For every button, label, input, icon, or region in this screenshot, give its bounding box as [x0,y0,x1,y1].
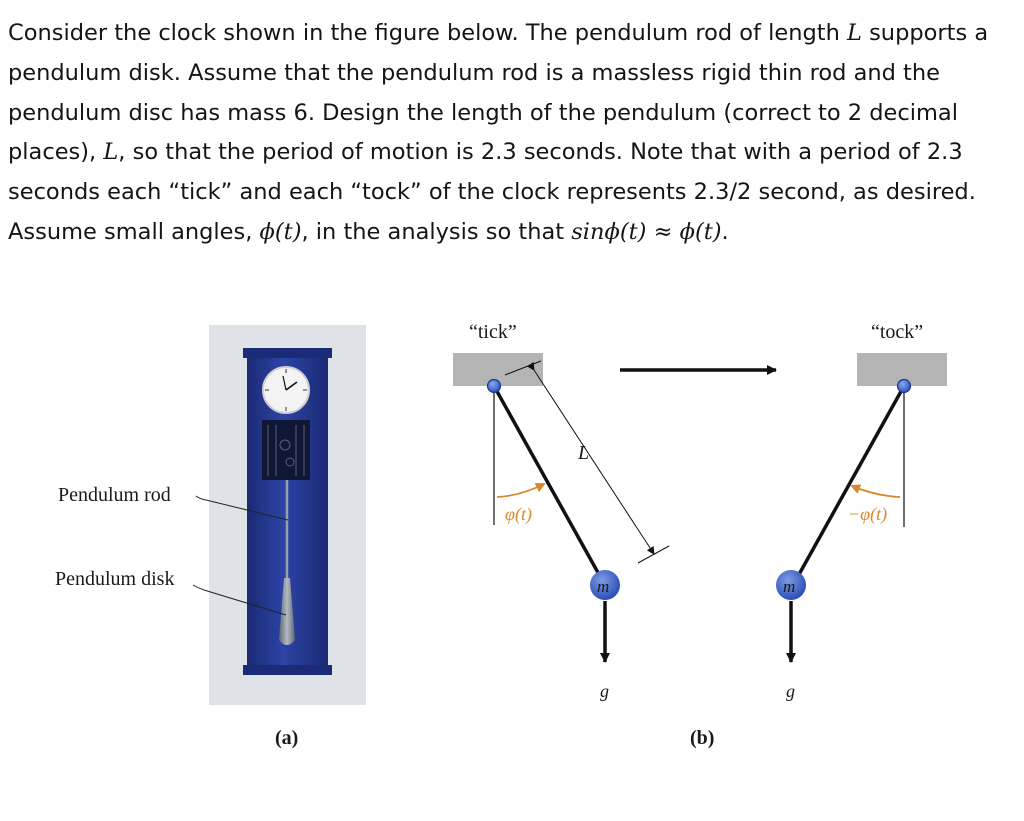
problem-text: Consider the clock shown in the figure b… [8,14,1013,253]
approx-symbol: ≈ [646,218,680,245]
photo-pendulum-disk [279,578,295,645]
problem-statement: Consider the clock shown in the figure b… [8,14,1013,253]
problem-part4: , in the analysis so that [301,218,572,245]
label-gravity-left: g [600,681,609,701]
pivot-left [486,378,502,394]
phi-of-t-2: ϕ(t) [679,218,722,245]
pivot-right [896,378,912,394]
sin-expression: sinϕ(t) [571,218,647,245]
problem-line1: Consider the clock shown in the figure b… [8,20,847,46]
label-pendulum-disk: Pendulum disk [55,568,174,590]
var-L: L [846,20,862,46]
label-angle-left: φ(t) [505,504,532,525]
mass-left [590,570,620,600]
angle-arc-right [850,484,901,498]
label-tick: “tick” [469,321,517,343]
caption-b: (b) [690,727,714,749]
label-mass-right: m [783,577,795,596]
disk-leader-line [192,584,287,616]
clock-photo [209,325,366,705]
var-L-2: L [103,139,119,166]
caption-a: (a) [275,727,298,749]
phi-of-t: ϕ(t) [259,218,302,245]
mass-right [776,570,806,600]
rod-right [795,385,906,579]
label-pendulum-rod: Pendulum rod [58,484,171,506]
length-dimension-arrow [526,361,655,555]
problem-part2: supports a pendulum disk. Assume that th… [8,20,989,166]
label-mass-left: m [597,577,609,596]
label-gravity-right: g [786,681,795,701]
label-angle-right: −φ(t) [848,504,887,525]
label-tock: “tock” [871,321,923,343]
label-length: L [577,442,589,464]
angle-arc-left [496,483,546,498]
problem-part3: , so that the period of motion is 2.3 se… [8,139,976,245]
rod-leader-line [195,495,289,521]
problem-end: . [721,218,729,245]
rod-left [492,385,603,579]
length-tick-bottom [637,545,670,564]
clock-hand [285,381,298,391]
